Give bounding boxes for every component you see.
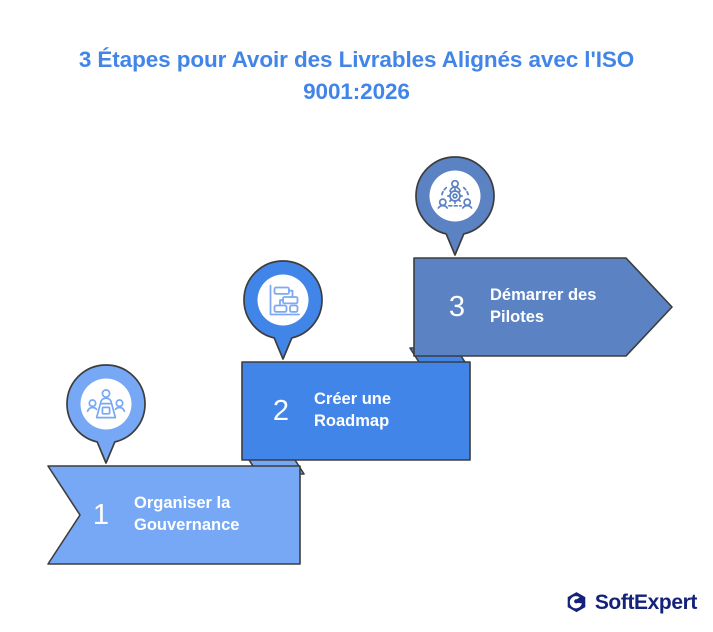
- step-1-badge: [64, 362, 148, 466]
- gantt-roadmap-icon: [269, 284, 300, 316]
- step-2-badge: [241, 258, 325, 362]
- logo-wordmark: SoftExpert: [594, 591, 698, 614]
- step-1-banner-shape: [47, 465, 301, 565]
- people-around-table-icon: [86, 389, 126, 419]
- hexagon-swirl-icon: [567, 592, 586, 613]
- step-3-arrow-shape: [413, 257, 673, 357]
- softexpert-logo: SoftExpert: [565, 591, 697, 614]
- page-title: 3 Étapes pour Avoir des Livrables Aligné…: [78, 47, 635, 104]
- step-2-rect-shape: [241, 361, 471, 461]
- team-gear-collaboration-icon: [437, 179, 473, 209]
- step-3-badge: [413, 154, 497, 258]
